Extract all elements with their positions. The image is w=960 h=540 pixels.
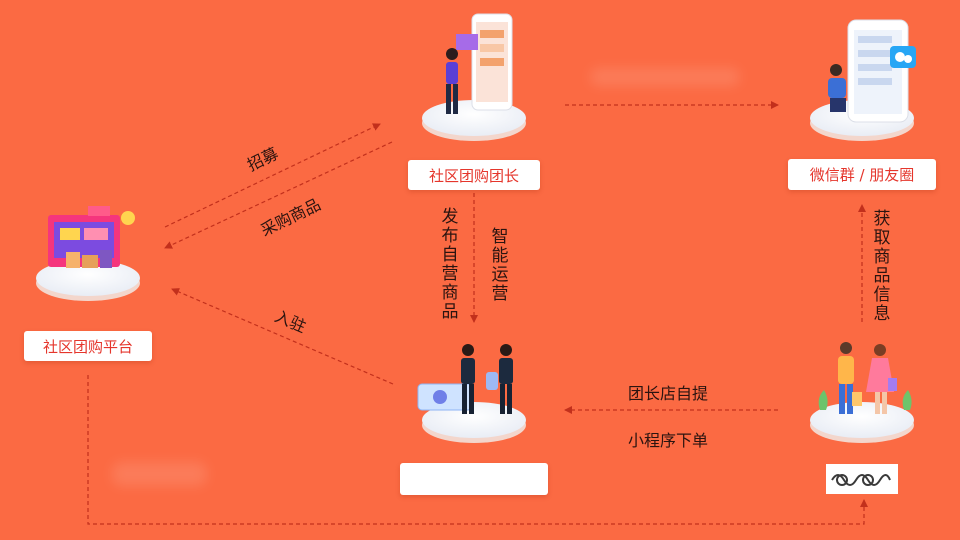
edge-get-info-label: 获取商品信息 xyxy=(873,209,891,324)
captcha-badge xyxy=(826,464,898,494)
edge-order-label: 小程序下单 xyxy=(628,431,709,450)
node-wechat-label: 微信群 / 朋友圈 xyxy=(788,159,936,190)
blurred-area-left xyxy=(112,462,207,486)
edge-publish-label: 发布自营商品 xyxy=(441,207,459,322)
node-leader-label: 社区团购团长 xyxy=(408,160,540,190)
node-merchant-label xyxy=(400,463,548,495)
arrow-recruit xyxy=(164,123,381,228)
arrow-platform-to-consumer xyxy=(87,375,868,525)
blurred-area-top xyxy=(590,68,740,86)
shoppers-couple-illustration xyxy=(818,342,912,414)
businessmen-meeting-illustration xyxy=(417,344,513,414)
woman-with-phone-illustration xyxy=(446,13,513,114)
edge-pickup-label: 团长店自提 xyxy=(628,384,709,403)
wechat-phone-illustration xyxy=(828,19,916,123)
storefront-illustration xyxy=(48,206,135,268)
node-platform-label: 社区团购平台 xyxy=(24,331,152,361)
edge-operate-label: 智能运营 xyxy=(491,227,509,304)
platform-disc-right-bottom xyxy=(810,402,914,443)
platform-disc-left xyxy=(36,260,140,301)
arrow-settle-in xyxy=(171,288,394,385)
